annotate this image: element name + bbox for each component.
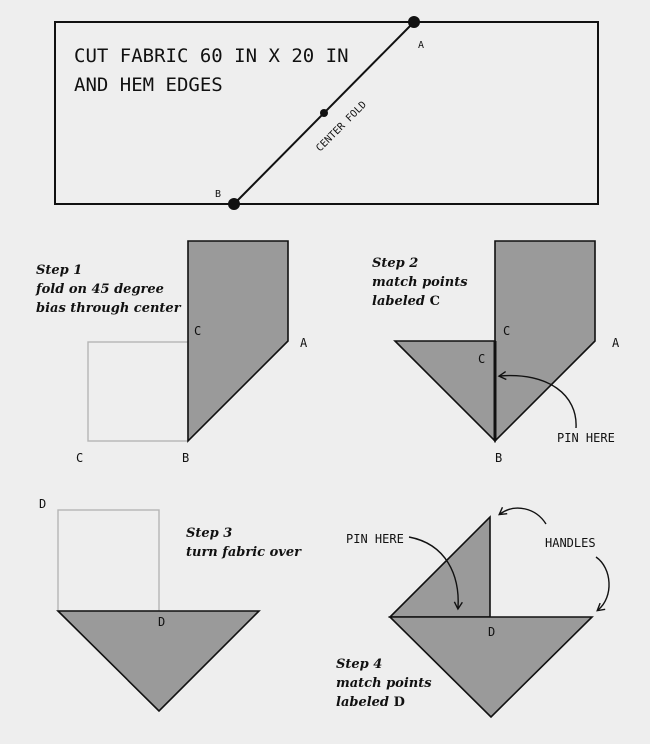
- point-a-dot: [408, 16, 420, 28]
- step-3-label-d-bottom: D: [158, 615, 165, 629]
- title-line-2: AND HEM EDGES: [74, 74, 223, 96]
- step-2-pin-label: PIN HERE: [557, 431, 615, 445]
- step-2-back-fabric: [494, 240, 596, 443]
- step-3-ghost-square: [57, 509, 160, 612]
- step-2-title: Step 2: [372, 256, 418, 271]
- step-1-label-b: B: [182, 451, 189, 465]
- step-3-fabric-triangle: [56, 610, 261, 713]
- center-fold-label: CENTER FOLD: [314, 100, 369, 155]
- step-3-title: Step 3: [186, 526, 232, 541]
- step-2-label-b: B: [495, 451, 502, 465]
- step-1-label-c-top: C: [194, 324, 201, 338]
- step-1-line-1: fold on 45 degree: [35, 282, 164, 297]
- step-1-folded-fabric: [187, 240, 289, 443]
- point-b-dot: [228, 198, 240, 210]
- title-line-1: CUT FABRIC 60 IN X 20 IN: [74, 45, 349, 67]
- step-2-line-1: match points: [372, 275, 468, 290]
- step-4-line-2: labeled D: [336, 695, 405, 710]
- step-2-label-a: A: [612, 336, 620, 350]
- step-1-ghost-square: [87, 341, 189, 442]
- step-4-handles-arrow-bottom: [595, 556, 610, 612]
- center-dot: [320, 109, 328, 117]
- step-2-line-2: labeled C: [372, 294, 440, 309]
- step-4-handles-arrow-top: [498, 506, 547, 525]
- step-2-label-c-inner: C: [478, 352, 485, 366]
- step-1-panel: Step 1 fold on 45 degree bias through ce…: [35, 240, 308, 465]
- step-2-label-c-top: C: [503, 324, 510, 338]
- step-3-label-d-top: D: [39, 497, 46, 511]
- step-2-pin-arrow: [497, 370, 577, 429]
- step-4-handles-label: HANDLES: [545, 536, 596, 550]
- step-4-pin-label: PIN HERE: [346, 532, 404, 546]
- step-4-bottom-fabric: [388, 616, 594, 719]
- step-4-handle-fabric: [388, 515, 491, 618]
- step-4-label-d: D: [488, 625, 495, 639]
- step-2-panel: Step 2 match points labeled C C C A B PI…: [372, 240, 620, 465]
- step-1-line-2: bias through center: [36, 301, 182, 316]
- point-a-label: A: [418, 40, 424, 51]
- step-4-pin-arrow: [408, 536, 463, 611]
- step-4-panel: D PIN HERE HANDLES Step 4 match points l…: [336, 506, 610, 719]
- step-3-panel: D D Step 3 turn fabric over: [39, 497, 302, 713]
- fabric-rectangle-panel: CUT FABRIC 60 IN X 20 IN AND HEM EDGES C…: [54, 16, 599, 210]
- step-4-line-1: match points: [336, 676, 432, 691]
- step-3-line-1: turn fabric over: [186, 545, 302, 560]
- step-1-label-a: A: [300, 336, 308, 350]
- step-1-title: Step 1: [36, 263, 82, 278]
- step-1-label-c-bottom: C: [76, 451, 83, 465]
- point-b-label: B: [215, 189, 221, 200]
- fabric-rectangle: [54, 21, 599, 205]
- step-4-title: Step 4: [336, 657, 382, 672]
